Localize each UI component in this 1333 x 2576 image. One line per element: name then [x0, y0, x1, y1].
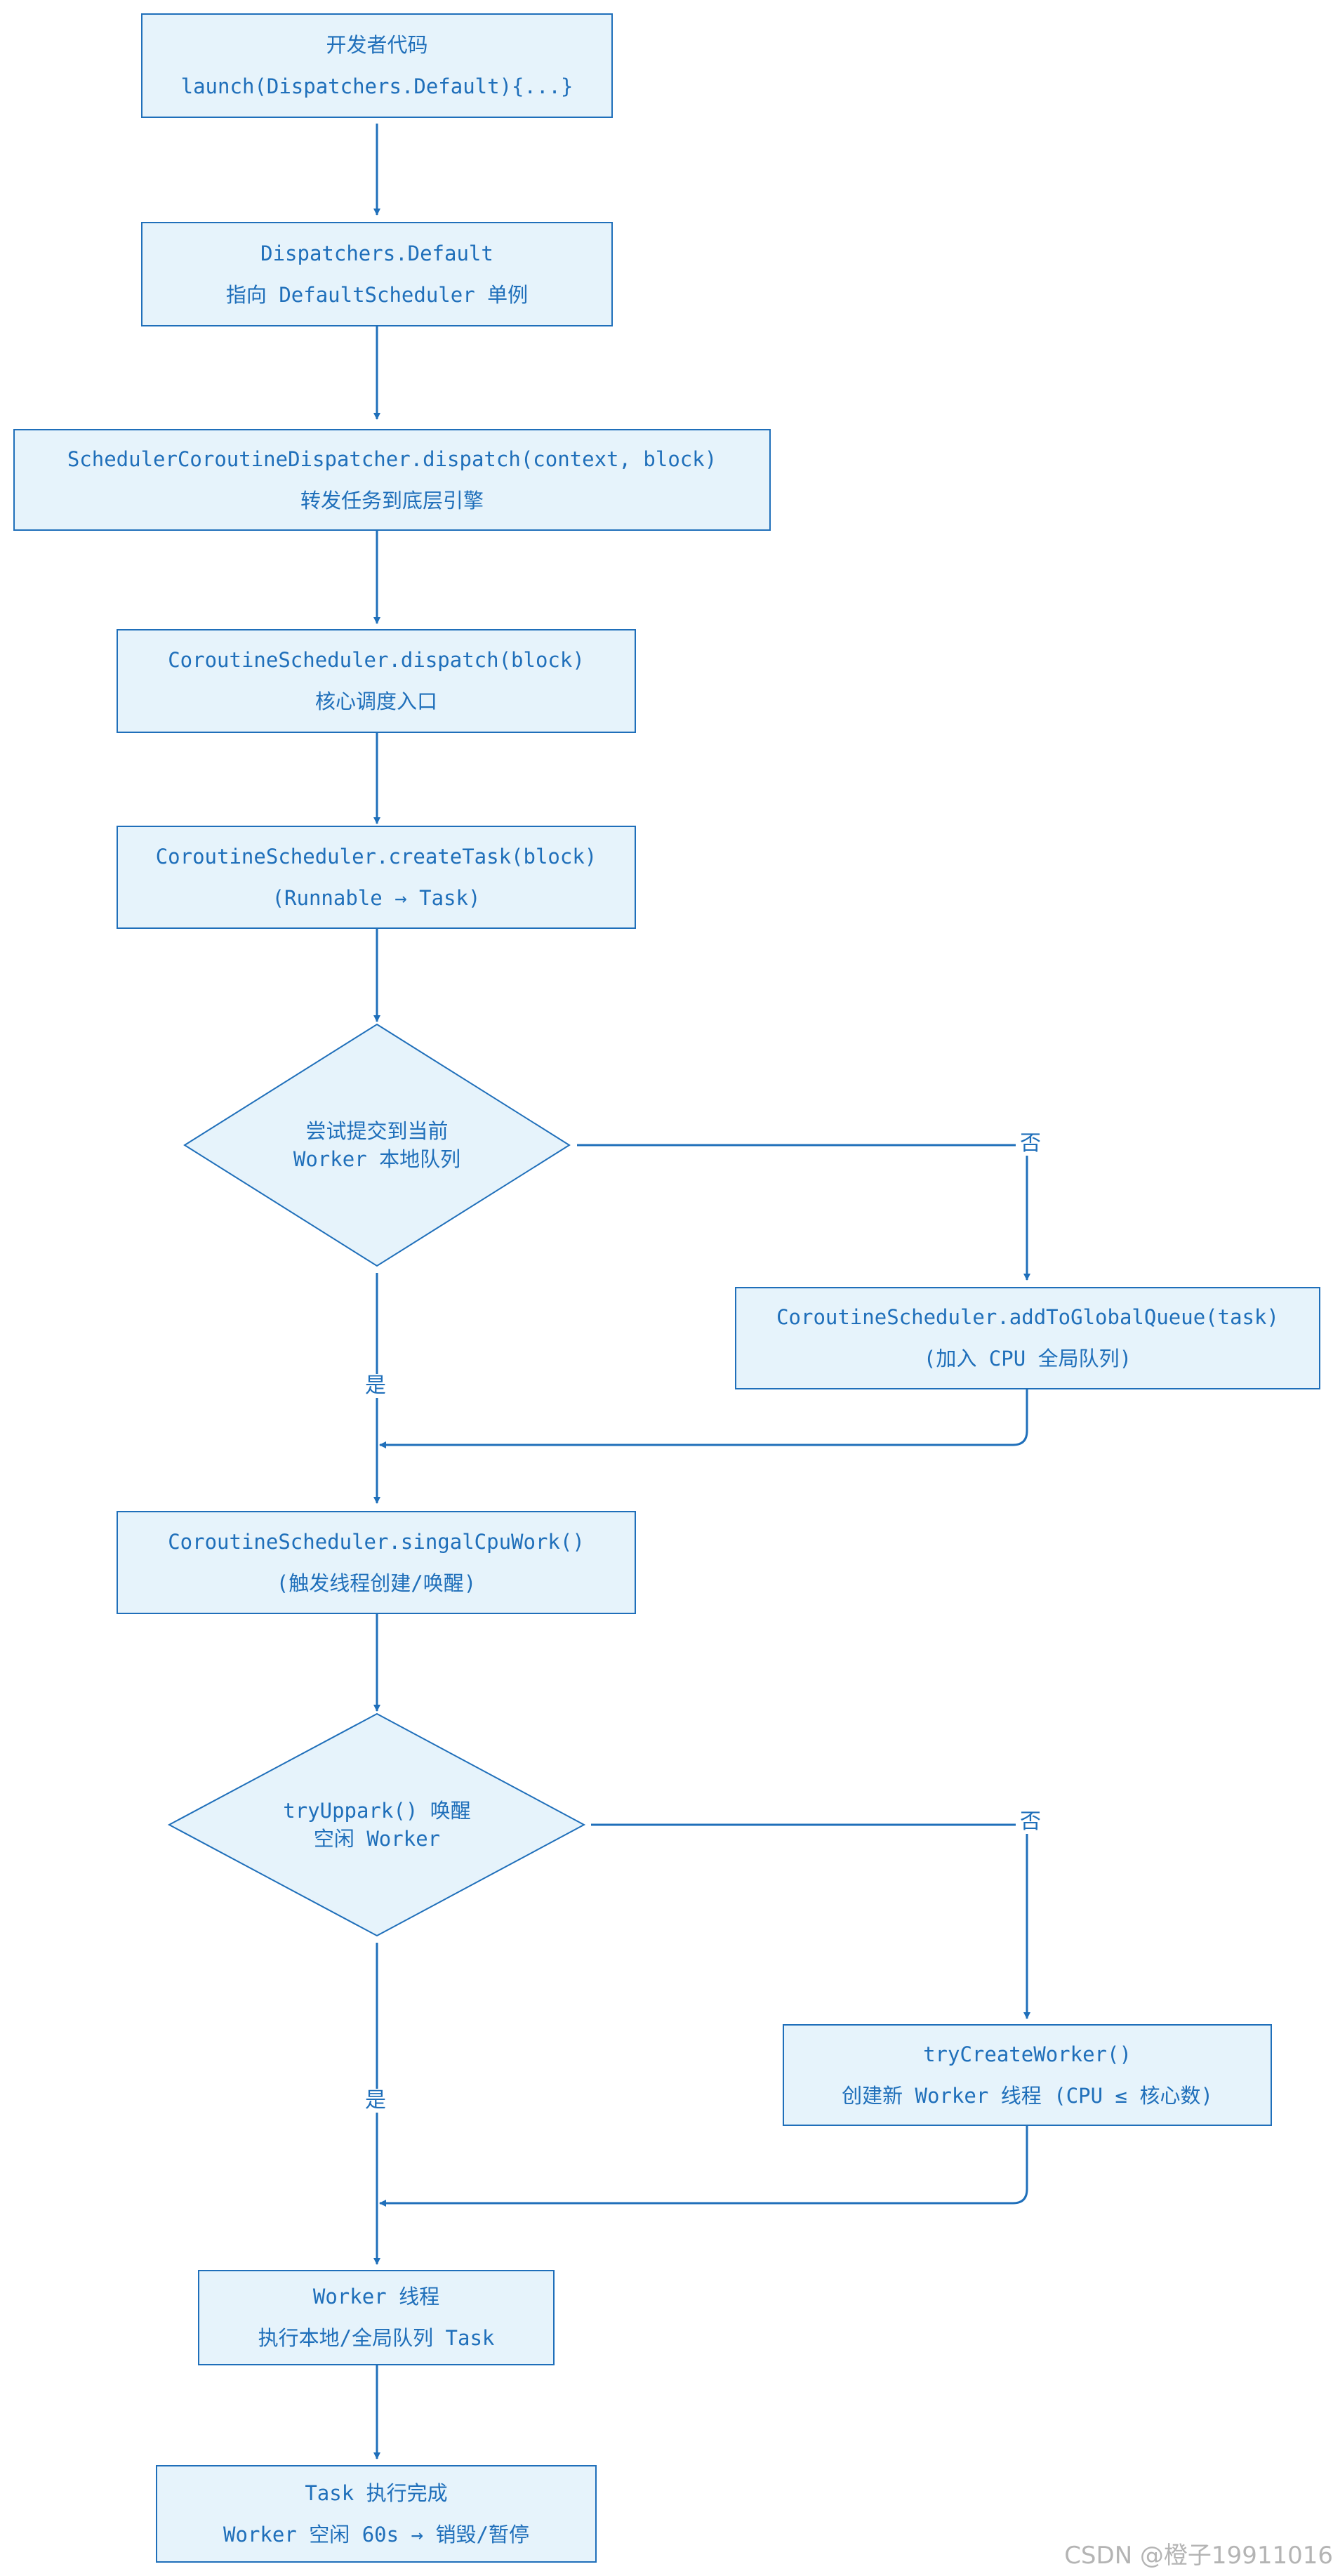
watermark: CSDN @橙子19911016 [1064, 2542, 1333, 2570]
node-add-to-global-queue: CoroutineScheduler.addToGlobalQueue(task… [735, 1287, 1320, 1389]
node-developer-code: 开发者代码 launch(Dispatchers.Default){...} [141, 13, 613, 118]
decision-local-queue-line1: 尝试提交到当前 [305, 1118, 449, 1143]
edge-label-no-unpark: 否 [1016, 1810, 1045, 1834]
edge-createworker-return [379, 2126, 1028, 2207]
node-developer-code-title: 开发者代码 [326, 32, 428, 57]
node-try-create-worker-detail: 创建新 Worker 线程 (CPU ≤ 核心数) [842, 2083, 1213, 2108]
node-worker-thread-detail: 执行本地/全局队列 Task [258, 2326, 495, 2350]
node-worker-thread-title: Worker 线程 [312, 2285, 440, 2309]
decision-unpark-line2: 空闲 Worker [313, 1827, 441, 1851]
node-coroutine-dispatch-detail: 核心调度入口 [314, 689, 437, 713]
edge-decision2-no [591, 1823, 1030, 2019]
node-dispatchers-default: Dispatchers.Default 指向 DefaultScheduler … [141, 222, 613, 326]
node-add-to-global-queue-title: CoroutineScheduler.addToGlobalQueue(task… [776, 1305, 1279, 1329]
node-task-done-title: Task 执行完成 [305, 2481, 448, 2505]
node-worker-thread: Worker 线程 执行本地/全局队列 Task [198, 2270, 555, 2365]
node-create-task-title: CoroutineScheduler.createTask(block) [155, 844, 597, 868]
node-dispatchers-default-title: Dispatchers.Default [260, 241, 493, 265]
node-coroutine-dispatch-title: CoroutineScheduler.dispatch(block) [168, 648, 585, 672]
node-task-done: Task 执行完成 Worker 空闲 60s → 销毁/暂停 [156, 2465, 597, 2563]
node-scheduler-dispatch-detail: 转发任务到底层引擎 [300, 488, 484, 513]
node-add-to-global-queue-detail: (加入 CPU 全局队列) [923, 1347, 1132, 1370]
edge-decision1-no [577, 1144, 1030, 1281]
node-create-task-detail: (Runnable → Task) [272, 885, 481, 910]
edge-label-yes-unpark: 是 [361, 2089, 390, 2113]
node-try-create-worker: tryCreateWorker() 创建新 Worker 线程 (CPU ≤ 核… [783, 2024, 1272, 2126]
node-try-create-worker-title: tryCreateWorker() [923, 2042, 1132, 2066]
node-signal-cpu-work-detail: (触发线程创建/唤醒) [276, 1571, 477, 1595]
edge-label-yes-local-queue: 是 [361, 1374, 390, 1398]
decision-unpark-text: tryUppark() 唤醒 空闲 Worker [237, 1783, 517, 1867]
node-scheduler-dispatch-title: SchedulerCoroutineDispatcher.dispatch(co… [67, 447, 717, 471]
node-task-done-detail: Worker 空闲 60s → 销毁/暂停 [223, 2522, 529, 2547]
node-developer-code-detail: launch(Dispatchers.Default){...} [180, 74, 573, 98]
node-create-task: CoroutineScheduler.createTask(block) (Ru… [117, 826, 636, 929]
node-dispatchers-default-detail: 指向 DefaultScheduler 单例 [225, 282, 529, 307]
node-coroutine-dispatch: CoroutineScheduler.dispatch(block) 核心调度入… [117, 629, 636, 733]
decision-unpark-line1: tryUppark() 唤醒 [283, 1798, 471, 1823]
decision-local-queue-line2: Worker 本地队列 [293, 1147, 461, 1171]
edge-label-no-local-queue: 否 [1016, 1132, 1045, 1156]
node-signal-cpu-work-title: CoroutineScheduler.singalCpuWork() [168, 1529, 585, 1554]
decision-diamond-local-queue [183, 1023, 571, 1267]
node-scheduler-dispatch: SchedulerCoroutineDispatcher.dispatch(co… [13, 429, 771, 531]
decision-local-queue-text: 尝试提交到当前 Worker 本地队列 [237, 1103, 517, 1187]
decision-diamond-unpark [167, 1712, 586, 1937]
edge-globalqueue-return [379, 1389, 1028, 1448]
node-signal-cpu-work: CoroutineScheduler.singalCpuWork() (触发线程… [117, 1511, 636, 1614]
